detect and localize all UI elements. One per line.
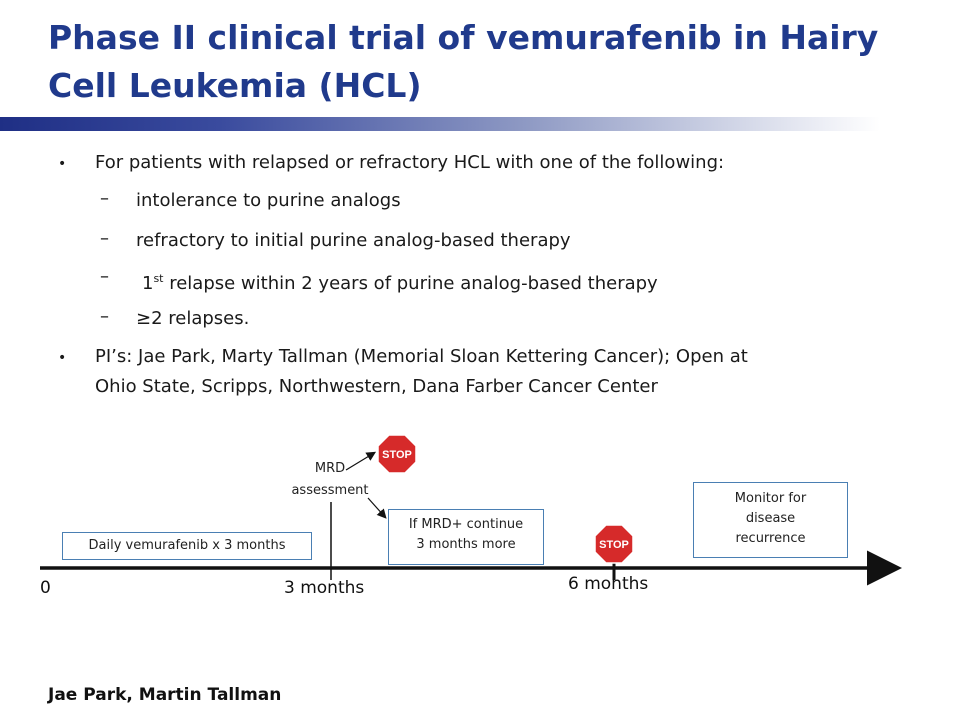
sub-dash: – (100, 266, 109, 287)
timeline-label-3-months: 3 months (284, 578, 365, 598)
mrd-to-stop-arrow (345, 451, 377, 471)
bullet-pis-line-1: PI’s: Jae Park, Marty Tallman (Memorial … (95, 346, 748, 367)
sub-dash: – (100, 306, 109, 327)
sub-dash: – (100, 188, 109, 209)
bullet-dot: • (58, 156, 67, 172)
stop-sign-icon: STOP (594, 524, 634, 564)
bullet-eligibility: For patients with relapsed or refractory… (95, 152, 725, 173)
footer-authors: Jae Park, Martin Tallman (48, 685, 282, 705)
stop-sign-icon: STOP (377, 434, 417, 474)
daily-vemurafenib-box: Daily vemurafenib x 3 months (62, 532, 312, 560)
stop-sign-text: STOP (382, 449, 412, 461)
timeline-diagram: STOP STOP (40, 434, 902, 586)
slide-title: Phase II clinical trial of vemurafenib i… (48, 14, 928, 110)
title-line-2: Cell Leukemia (HCL) (48, 66, 422, 105)
sub-item-first-relapse: 1st relapse within 2 years of purine ana… (142, 272, 658, 294)
sub-item-refractory: refractory to initial purine analog-base… (136, 230, 571, 251)
title-line-1: Phase II clinical trial of vemurafenib i… (48, 18, 879, 57)
timeline-label-6-months: 6 months (568, 574, 649, 594)
mrd-continue-box: If MRD+ continue 3 months more (388, 509, 544, 565)
mrd-assessment-label: MRD assessment (291, 461, 369, 498)
monitor-recurrence-box: Monitor for disease recurrence (693, 482, 848, 558)
bullet-dot: • (58, 350, 67, 366)
sub-item-intolerance: intolerance to purine analogs (136, 190, 401, 211)
timeline-label-0: 0 (40, 578, 51, 598)
sub-dash: – (100, 228, 109, 249)
sub-item-two-relapses: ≥2 relapses. (136, 308, 250, 329)
bullet-pis-line-2: Ohio State, Scripps, Northwestern, Dana … (95, 376, 658, 397)
mrd-to-continue-arrow (367, 497, 387, 519)
stop-sign-text: STOP (599, 539, 629, 551)
title-underline-bar (0, 117, 880, 131)
